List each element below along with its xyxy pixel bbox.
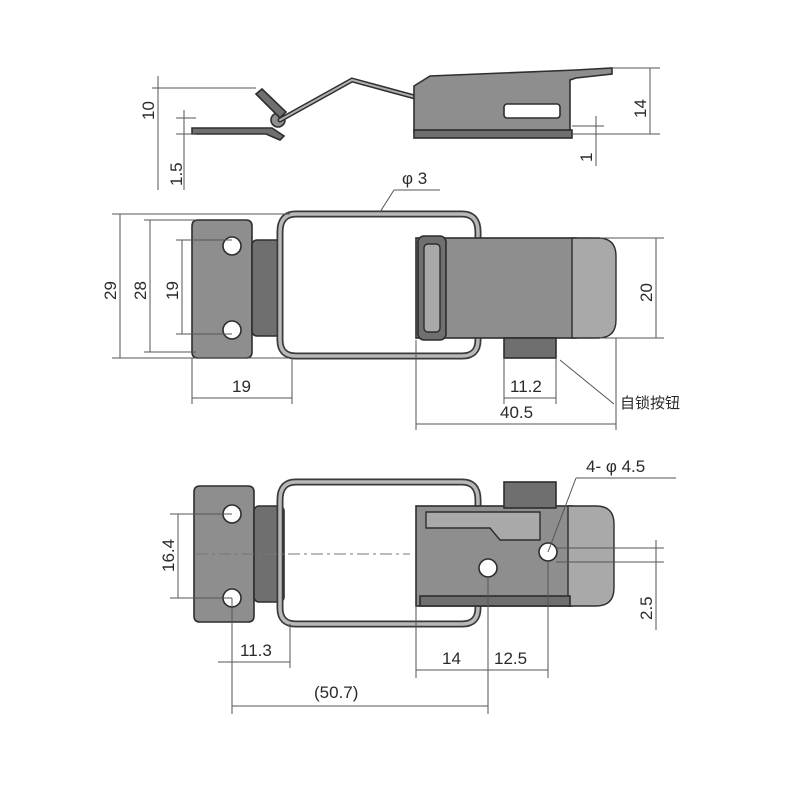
dim-inner-height: 28 [131, 281, 150, 300]
bottom-button-housing [503, 481, 557, 509]
top-view: φ 3 29 28 19 20 19 11.2 40.5 [101, 169, 680, 430]
dim-outer-height: 29 [101, 281, 120, 300]
dim-side-height: 10 [139, 101, 158, 120]
dim-side-plate: 1 [577, 153, 596, 162]
side-slot [503, 103, 561, 119]
side-tab [254, 87, 288, 120]
dim-offset-small: 2.5 [637, 596, 656, 620]
dim-mount-holes: 4- φ 4.5 [586, 457, 645, 476]
dim-button-width: 11.2 [510, 377, 542, 396]
top-mount-hole-lower [222, 320, 242, 340]
top-self-lock-button [503, 337, 557, 359]
dim-wire-diameter: φ 3 [402, 169, 427, 188]
dim-span-b: 12.5 [494, 649, 527, 668]
top-base-plate [191, 219, 253, 359]
side-latch-body [413, 67, 613, 133]
dim-hole-offset: 11.3 [240, 641, 272, 660]
bottom-latch-nose [567, 505, 615, 607]
dim-side-overall-height: 14 [631, 99, 650, 118]
bottom-rivet-hole-1 [478, 558, 498, 578]
side-base [413, 129, 573, 139]
dim-plate-width: 19 [232, 377, 251, 396]
dim-span-a: 14 [442, 649, 461, 668]
dim-hole-vertical: 16.4 [159, 539, 178, 572]
bottom-spring-plate [425, 511, 541, 541]
bottom-view: 4- φ 4.5 16.4 2.5 11.3 14 12.5 (50.7) [159, 457, 676, 714]
dim-overall-length: (50.7) [314, 683, 358, 702]
dim-hole-spacing: 19 [163, 281, 182, 300]
top-mount-hole-upper [222, 236, 242, 256]
callout-self-lock-button: 自锁按钮 [620, 394, 680, 412]
top-latch-nose [571, 237, 617, 339]
side-view: 10 1.5 14 1 [139, 67, 660, 190]
dim-body-length: 40.5 [500, 403, 533, 422]
dim-body-height: 20 [637, 283, 656, 302]
side-base-plate [191, 127, 286, 141]
dim-side-thickness: 1.5 [167, 162, 186, 186]
